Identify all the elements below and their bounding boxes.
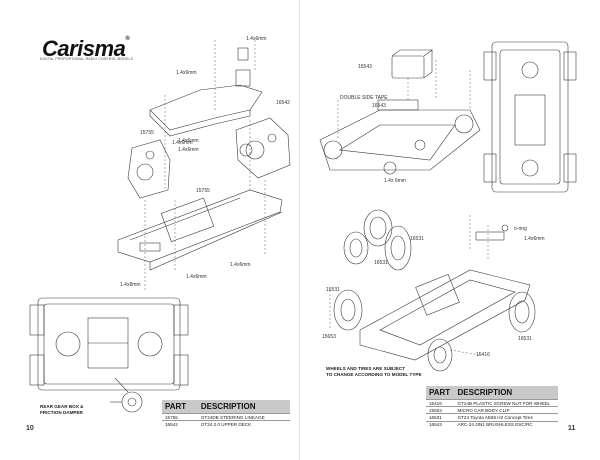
assembly-guide-lines [144,40,266,290]
page-number-left: 10 [26,425,34,432]
parts-table-header-description: DESCRIPTION [197,400,290,414]
callout-part: 16543 [372,103,386,109]
top-view-chassis-drawing [29,297,189,391]
callout-screw: 1.4x 6mm [384,178,406,184]
page-divider [299,0,300,460]
callout-part: 16542 [276,100,290,106]
table-row: 16531 GT24 Toyota AE86 H2 Concept Tires [426,413,558,422]
callout-screw: 1.4x6mm [176,70,197,76]
part-description: GT24B PLASTIC SCREW NUT FOR WHEEL [454,398,558,407]
table-row: 15653 MICRO CAR BODY CLIP [426,406,558,414]
part-number: 15755 [162,412,198,421]
callout-part: 15653 [322,334,336,340]
esc-assembly-drawing [319,49,481,175]
brand-logo: Carisma® [42,36,130,61]
gear-box-note: REAR GEAR BOX & FRICTION DAMPER [40,404,83,416]
part-description: ARC-24 2IN1 BRUSHLESS ESC/RC [454,420,558,428]
callout-part: 15755 [140,130,154,136]
table-row: 16543 ARC-24 2IN1 BRUSHLESS ESC/RC [426,420,558,428]
left-parts-table: PART DESCRIPTION 15755 GT24DB STEERING L… [162,400,290,428]
note-line: REAR GEAR BOX & [40,404,84,409]
gearbox-drawing [127,117,291,199]
callout-part: 15416 [476,352,490,358]
callout-screw: 1.4x6mm [186,274,207,280]
part-number: 16543 [426,420,455,428]
callout-screw: 1.4x6mm [246,36,267,42]
table-row: 15416 GT24B PLASTIC SCREW NUT FOR WHEEL [426,398,558,407]
callout-part: 16543 [358,64,372,70]
right-parts-table: PART DESCRIPTION 15416 GT24B PLASTIC SCR… [426,386,558,428]
wheels-note: WHEELS AND TIRES ARE SUBJECT TO CHANGE A… [326,366,422,378]
part-description: GT24 Toyota AE86 H2 Concept Tires [454,413,558,422]
table-row: 15755 GT24DB STEERING LINKAGE [162,412,290,421]
callout-screw: 1.4x6mm [524,236,545,242]
right-assembly-guide-lines [329,60,489,356]
part-description: MICRO CAR BODY CLIP [454,406,558,414]
main-chassis-drawing [117,189,283,271]
callout-screw: 1.4x6mm [178,138,199,144]
page-number-right: 11 [568,425,576,432]
callout-screw: 1.4x6mm [172,140,193,146]
table-row: 16542 GT24 2.0 UPPER DECK [162,420,290,428]
part-description: GT24DB STEERING LINKAGE [197,412,290,421]
parts-table-header-part: PART [162,400,198,414]
callout-part: 15755 [196,188,210,194]
callout-part: 16531 [374,260,388,266]
part-number: 15653 [426,406,455,414]
wheels-and-chassis-drawing [333,209,536,372]
parts-table-header-description: DESCRIPTION [454,386,558,400]
gear-box-detail-drawing [110,377,143,413]
callout-screw: 1.4x8mm [120,282,141,288]
part-number: 16542 [162,420,198,428]
right-top-view-chassis-drawing [483,41,577,193]
callout-part: 16531 [410,236,424,242]
callout-part: 16531 [326,287,340,293]
callout-part: 16531 [518,336,532,342]
note-line: WHEELS AND TIRES ARE SUBJECT [326,366,406,371]
callout-label: o-ring [514,226,527,232]
callout-screw: 1.4x6mm [178,147,199,153]
part-number: 15416 [426,398,455,407]
callout-screw: 1.4x6mm [230,262,251,268]
part-description: GT24 2.0 UPPER DECK [197,420,290,428]
parts-table-header-part: PART [426,386,455,400]
callout-label: DOUBLE SIDE TAPE [340,95,388,101]
brand-tagline: DIGITAL PROPORTIONAL RADIO CONTROL MODEL… [40,57,134,61]
note-line: FRICTION DAMPER [40,410,83,415]
upper-deck-drawing [149,47,263,137]
note-line: TO CHANGE ACCORDING TO MODEL TYPE [326,372,422,377]
part-number: 16531 [426,413,455,422]
